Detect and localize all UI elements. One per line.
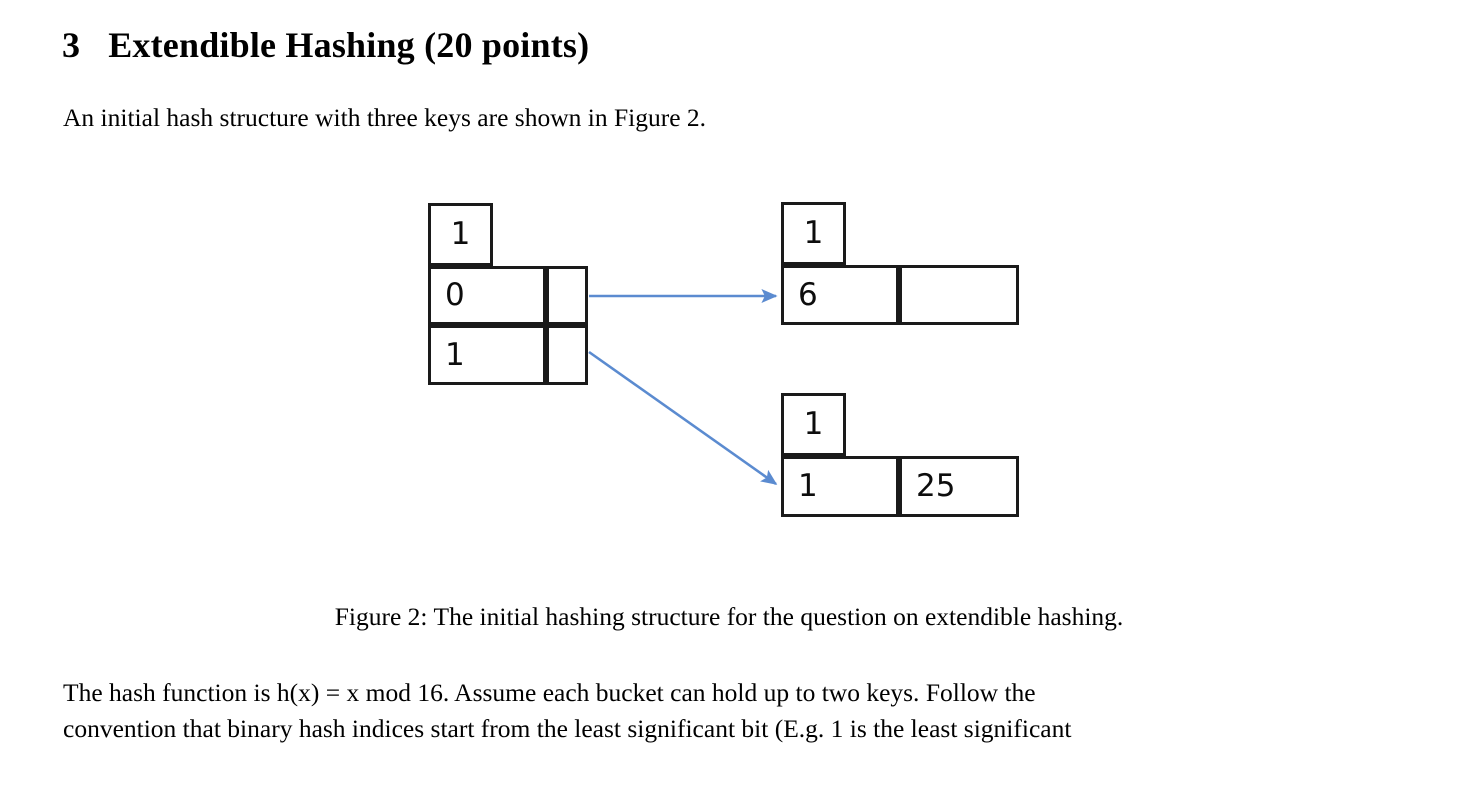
bucket-1-slot-0: 1 bbox=[781, 456, 899, 517]
directory-entry-index-0-value: 0 bbox=[445, 277, 465, 313]
page-title: 3 Extendible Hashing (20 points) bbox=[62, 24, 589, 66]
bucket-1-slot-1: 25 bbox=[899, 456, 1019, 517]
body-paragraph-line-1-part-b: Assume each bucket can hold up to two ke… bbox=[454, 678, 920, 707]
bucket-0-local-depth-box: 1 bbox=[781, 202, 846, 265]
directory-entry-index-1-value: 1 bbox=[445, 336, 465, 373]
figure-caption: Figure 2:The initial hashing structure f… bbox=[0, 602, 1458, 632]
intro-paragraph: An initial hash structure with three key… bbox=[63, 103, 707, 132]
body-paragraph-line-2-part-b: 1 is the least significant bbox=[830, 714, 1072, 743]
figure-caption-text: The initial hashing structure for the qu… bbox=[433, 602, 1124, 631]
bucket-1-slot-0-value: 1 bbox=[798, 468, 818, 504]
directory-entry-pointer-1 bbox=[546, 325, 588, 385]
body-paragraph: The hash function is h(x) = x mod 16. As… bbox=[63, 675, 1393, 747]
bucket-0-slot-1 bbox=[899, 265, 1019, 325]
arrow-directory-1-to-bucket-1 bbox=[588, 350, 778, 486]
body-paragraph-line-2-part-a: convention that binary hash indices star… bbox=[63, 714, 825, 743]
directory-entry-index-1: 1 bbox=[428, 325, 546, 385]
bucket-0-slot-0-value: 6 bbox=[798, 276, 818, 313]
bucket-0-slot-0: 6 bbox=[781, 265, 899, 325]
directory-global-depth-box: 1 bbox=[428, 203, 493, 266]
body-paragraph-line-1-part-a: The hash function is h(x) = x mod 16. bbox=[63, 678, 450, 707]
section-number: 3 bbox=[62, 25, 81, 65]
figure-caption-label: Figure 2: bbox=[334, 602, 428, 631]
body-paragraph-line-1: The hash function is h(x) = x mod 16. As… bbox=[63, 675, 1393, 711]
body-paragraph-line-2: convention that binary hash indices star… bbox=[63, 711, 1393, 747]
bucket-1-slot-1-value: 25 bbox=[916, 468, 956, 504]
directory-entry-index-0: 0 bbox=[428, 266, 546, 325]
directory-global-depth-value: 1 bbox=[450, 216, 471, 252]
body-paragraph-line-1-part-c: Follow the bbox=[925, 678, 1036, 707]
section-title-text: Extendible Hashing (20 points) bbox=[108, 25, 590, 65]
bucket-1-local-depth-box: 1 bbox=[781, 393, 846, 456]
directory-entry-pointer-0 bbox=[546, 266, 588, 325]
bucket-1-local-depth-value: 1 bbox=[803, 406, 824, 442]
bucket-0-local-depth-value: 1 bbox=[803, 215, 824, 251]
